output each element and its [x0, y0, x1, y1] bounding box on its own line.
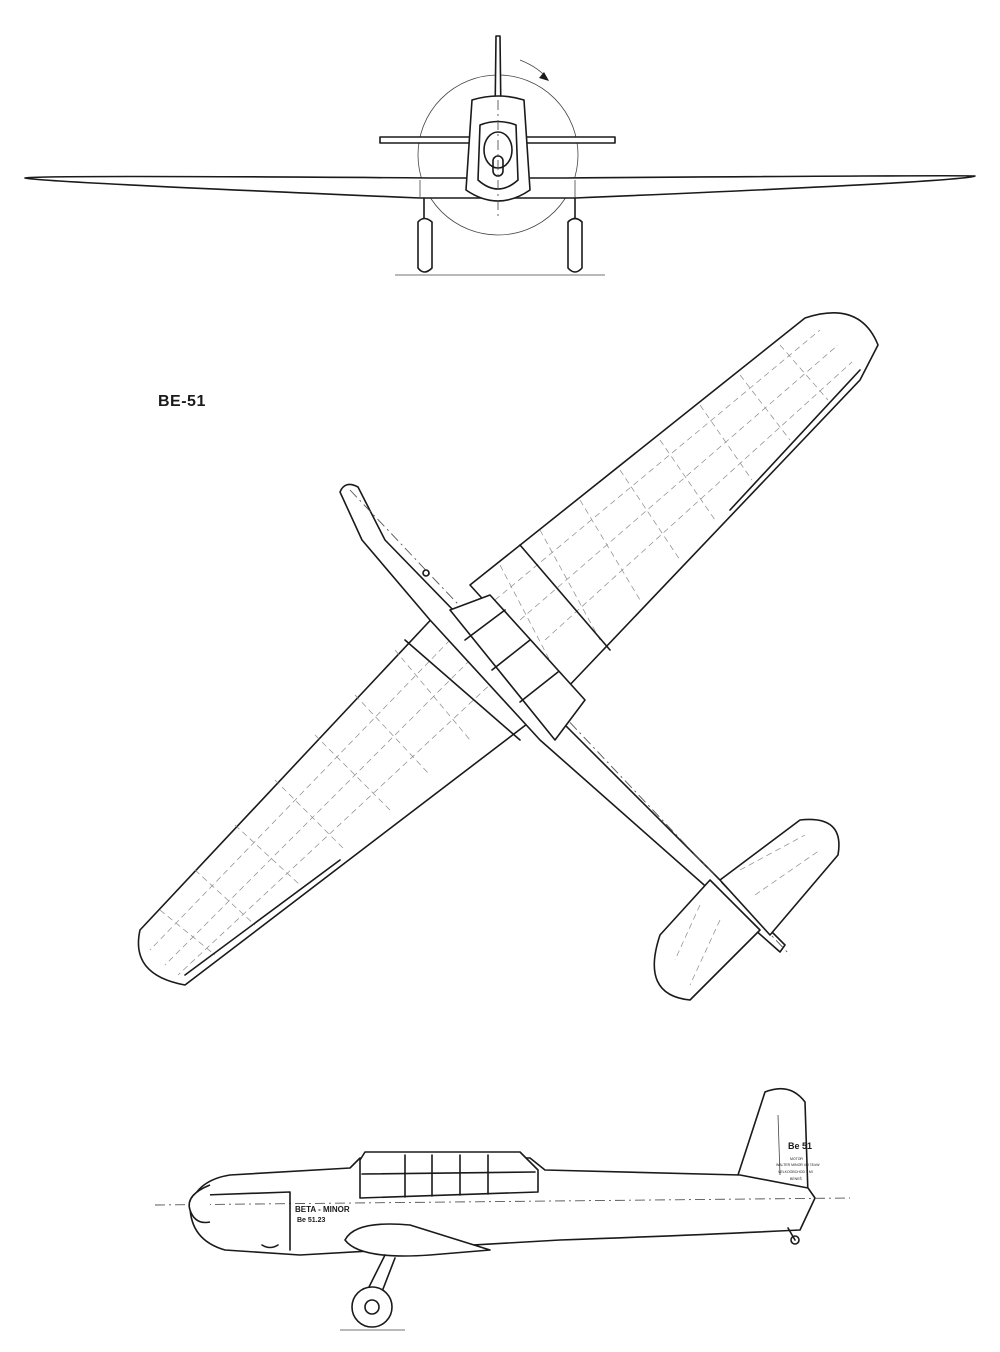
tail-small-text-2: WALTER MINOR 4III 78 kW	[776, 1163, 820, 1167]
tail-small-text-4: BENEŠ	[790, 1176, 803, 1181]
side-canopy	[359, 1151, 539, 1199]
side-spinner	[188, 1184, 211, 1224]
drawing-title: BE-51	[158, 393, 206, 410]
side-fuselage	[189, 1157, 816, 1256]
fuselage-marking-name: BETA - MINOR	[295, 1205, 350, 1214]
front-left-wheel	[417, 217, 433, 273]
top-cockpit	[449, 594, 586, 741]
front-right-wheel	[567, 217, 583, 273]
fuselage-marking-code: Be 51.23	[297, 1217, 326, 1224]
top-right-wing	[469, 312, 879, 691]
side-main-wheel	[351, 1286, 393, 1328]
side-view: BETA - MINOR Be 51.23 Be 51 MOTOR WALTER…	[154, 1087, 851, 1331]
tail-small-text-3: VELKOOBCHOD 1 MI	[778, 1170, 813, 1174]
front-view	[24, 35, 976, 276]
side-wing	[344, 1223, 491, 1257]
top-fuselage	[339, 483, 786, 953]
top-left-wing	[137, 609, 566, 986]
top-view	[137, 312, 879, 1001]
top-tailplane-left	[653, 879, 761, 1001]
side-fin	[737, 1087, 809, 1196]
top-tailplane-right	[719, 818, 840, 936]
tail-marking: Be 51	[788, 1141, 812, 1151]
tail-small-text-1: MOTOR	[790, 1157, 803, 1161]
